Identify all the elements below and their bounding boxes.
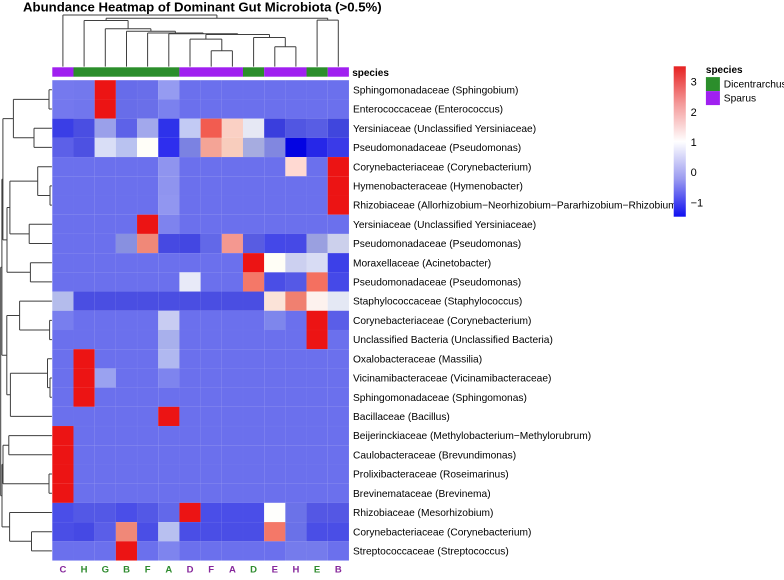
svg-text:E: E [272, 564, 278, 575]
svg-text:Brevinemataceae (Brevinema): Brevinemataceae (Brevinema) [353, 489, 491, 500]
svg-text:Sphingomonadaceae (Sphingomona: Sphingomonadaceae (Sphingomonas) [353, 393, 527, 404]
svg-text:1: 1 [691, 137, 697, 149]
svg-text:Rhizobiaceae (Mesorhizobium): Rhizobiaceae (Mesorhizobium) [353, 508, 493, 519]
svg-text:H: H [292, 564, 299, 575]
svg-text:Yersiniaceae (Unclassified Yer: Yersiniaceae (Unclassified Yersiniaceae) [353, 124, 536, 135]
svg-text:Vicinamibacteraceae (Vicinamib: Vicinamibacteraceae (Vicinamibacteraceae… [353, 374, 551, 385]
svg-text:Streptococcaceae (Streptococcu: Streptococcaceae (Streptococcus) [353, 547, 509, 558]
svg-text:Sparus: Sparus [724, 94, 756, 105]
svg-text:Abundance Heatmap of Dominant: Abundance Heatmap of Dominant Gut Microb… [23, 0, 382, 15]
svg-text:Corynebacteriaceae (Corynebact: Corynebacteriaceae (Corynebacterium) [353, 162, 531, 173]
svg-text:F: F [208, 564, 214, 575]
svg-text:G: G [102, 564, 109, 575]
svg-text:Pseudomonadaceae (Pseudomonas): Pseudomonadaceae (Pseudomonas) [353, 278, 521, 289]
svg-text:B: B [335, 564, 342, 575]
svg-text:Unclassified Bacteria (Unclass: Unclassified Bacteria (Unclassified Bact… [353, 335, 553, 346]
svg-text:Corynebacteriaceae (Corynebact: Corynebacteriaceae (Corynebacterium) [353, 316, 531, 327]
svg-text:Caulobacteraceae (Brevundimona: Caulobacteraceae (Brevundimonas) [353, 450, 516, 461]
svg-text:−1: −1 [691, 197, 704, 209]
svg-text:Hymenobacteraceae (Hymenobacte: Hymenobacteraceae (Hymenobacter) [353, 182, 523, 193]
svg-text:Yersiniaceae (Unclassified Yer: Yersiniaceae (Unclassified Yersiniaceae) [353, 220, 536, 231]
svg-text:C: C [59, 564, 66, 575]
svg-text:Pseudomonadaceae (Pseudomonas): Pseudomonadaceae (Pseudomonas) [353, 239, 521, 250]
svg-text:Enterococcaceae (Enterococcus): Enterococcaceae (Enterococcus) [353, 105, 503, 116]
svg-text:species: species [706, 65, 743, 76]
svg-text:H: H [81, 564, 88, 575]
svg-text:A: A [165, 564, 172, 575]
svg-text:Prolixibacteraceae (Roseimarin: Prolixibacteraceae (Roseimarinus) [353, 470, 509, 481]
svg-text:Pseudomonadaceae (Pseudomonas): Pseudomonadaceae (Pseudomonas) [353, 143, 521, 154]
svg-text:Rhizobiaceae (Allorhizobium−Ne: Rhizobiaceae (Allorhizobium−Neorhizobium… [353, 201, 680, 212]
svg-text:Moraxellaceae (Acinetobacter): Moraxellaceae (Acinetobacter) [353, 258, 491, 269]
svg-text:D: D [187, 564, 194, 575]
svg-text:0: 0 [691, 167, 697, 179]
svg-text:Beijerinckiaceae (Methylobacte: Beijerinckiaceae (Methylobacterium−Methy… [353, 431, 591, 442]
svg-text:2: 2 [691, 107, 697, 119]
svg-text:Sphingomonadaceae (Sphingobium: Sphingomonadaceae (Sphingobium) [353, 85, 518, 96]
svg-text:D: D [250, 564, 257, 575]
svg-text:Staphylococcaceae (Staphylococ: Staphylococcaceae (Staphylococcus) [353, 297, 522, 308]
svg-text:Bacillaceae (Bacillus): Bacillaceae (Bacillus) [353, 412, 450, 423]
svg-text:A: A [229, 564, 236, 575]
svg-text:3: 3 [691, 76, 697, 88]
svg-text:Oxalobacteraceae (Massilia): Oxalobacteraceae (Massilia) [353, 354, 482, 365]
svg-text:E: E [314, 564, 320, 575]
svg-text:Corynebacteriaceae (Corynebact: Corynebacteriaceae (Corynebacterium) [353, 527, 531, 538]
svg-text:F: F [145, 564, 151, 575]
svg-text:species: species [352, 68, 389, 79]
svg-text:Dicentrarchus: Dicentrarchus [724, 80, 784, 91]
svg-text:B: B [123, 564, 130, 575]
